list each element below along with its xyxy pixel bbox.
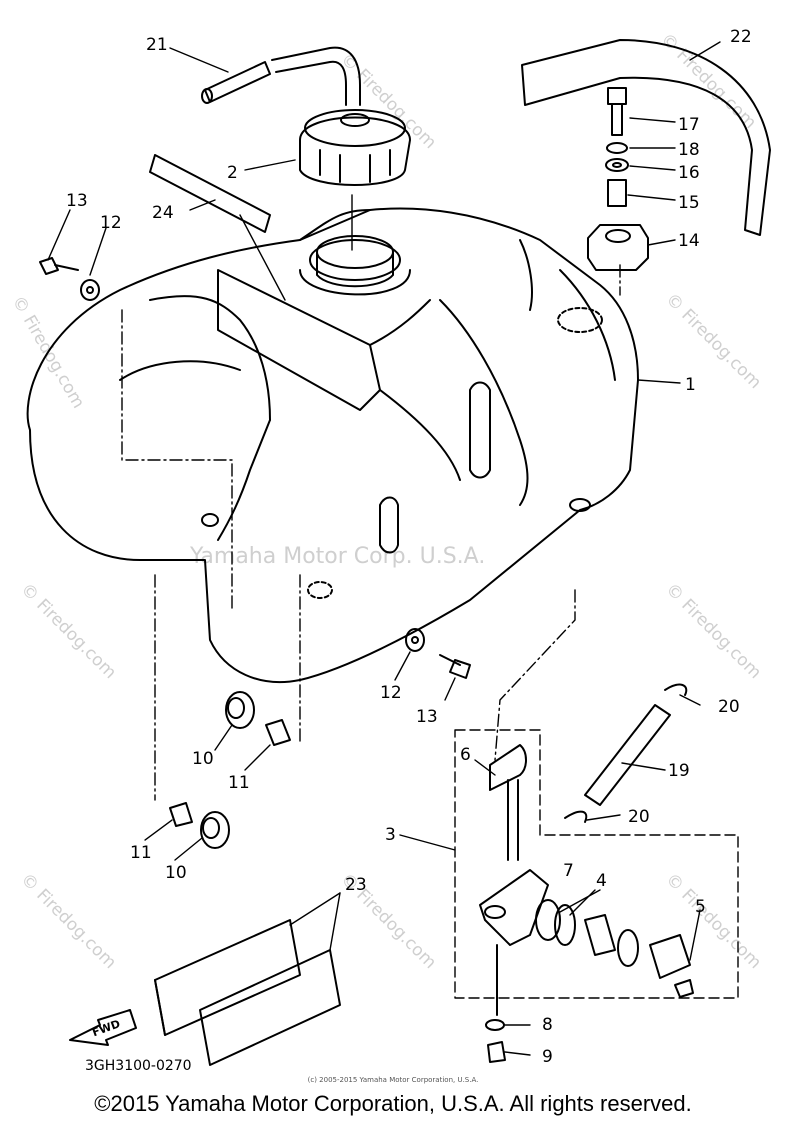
part-label-21: 21 <box>146 35 168 55</box>
watermark: © Firedog.com <box>661 579 765 683</box>
watermark: © Firedog.com <box>336 49 440 153</box>
mount-hardware <box>587 87 649 271</box>
part-label-13: 13 <box>66 191 88 211</box>
breather-hose <box>201 46 361 106</box>
part-label-22: 22 <box>730 27 752 47</box>
part-label-11: 11 <box>228 773 250 793</box>
part-label-24: 24 <box>152 203 174 223</box>
grommet-set <box>169 691 291 849</box>
leader-lines <box>121 264 621 801</box>
part-label-5: 5 <box>695 897 706 917</box>
part-label-10b: 10 <box>165 863 187 883</box>
part-label-10: 10 <box>192 749 214 769</box>
callout-lines <box>47 41 721 1056</box>
part-label-3: 3 <box>385 825 396 845</box>
part-label-13b: 13 <box>416 707 438 727</box>
watermark-center: Yamaha Motor Corp. U.S.A. <box>189 544 485 569</box>
part-label-11b: 11 <box>130 843 152 863</box>
fuel-hose <box>564 683 688 823</box>
foam-blocks <box>154 919 341 1066</box>
part-label-20b: 20 <box>628 807 650 827</box>
small-copyright: (c) 2005-2015 Yamaha Motor Corporation, … <box>307 1076 479 1084</box>
part-label-12b: 12 <box>380 683 402 703</box>
cushion-strip <box>149 154 271 233</box>
part-label-18: 18 <box>678 140 700 160</box>
part-label-4: 4 <box>596 871 607 891</box>
watermark: © Firedog.com <box>16 869 120 973</box>
fuel-cap <box>299 109 411 186</box>
fuel-tank <box>26 207 639 684</box>
part-label-8: 8 <box>542 1015 553 1035</box>
watermark: © Firedog.com <box>661 289 765 393</box>
part-label-2: 2 <box>227 163 238 183</box>
part-label-19: 19 <box>668 761 690 781</box>
filler-neck <box>299 235 411 296</box>
diagram-code: 3GH3100-0270 <box>85 1058 192 1074</box>
copyright-notice: ©2015 Yamaha Motor Corporation, U.S.A. A… <box>94 1091 692 1116</box>
tank-screw-left <box>39 257 100 301</box>
watermark: © Firedog.com <box>661 869 765 973</box>
fuel-cock-assembly <box>454 729 739 1063</box>
tank-screw-lower <box>405 628 471 679</box>
part-label-14: 14 <box>678 231 700 251</box>
watermark: © Firedog.com <box>16 579 120 683</box>
part-label-20: 20 <box>718 697 740 717</box>
part-label-12: 12 <box>100 213 122 233</box>
part-label-23: 23 <box>345 875 367 895</box>
part-label-15: 15 <box>678 193 700 213</box>
part-number-labels: 21 22 2 17 18 16 15 14 13 12 24 1 12 13 … <box>66 27 752 1074</box>
part-label-9: 9 <box>542 1047 553 1067</box>
part-label-16: 16 <box>678 163 700 183</box>
tank-band <box>521 39 771 236</box>
part-label-6: 6 <box>460 745 471 765</box>
part-label-1: 1 <box>685 375 696 395</box>
part-label-17: 17 <box>678 115 700 135</box>
fwd-arrow <box>69 1009 137 1046</box>
part-label-7: 7 <box>563 861 574 881</box>
